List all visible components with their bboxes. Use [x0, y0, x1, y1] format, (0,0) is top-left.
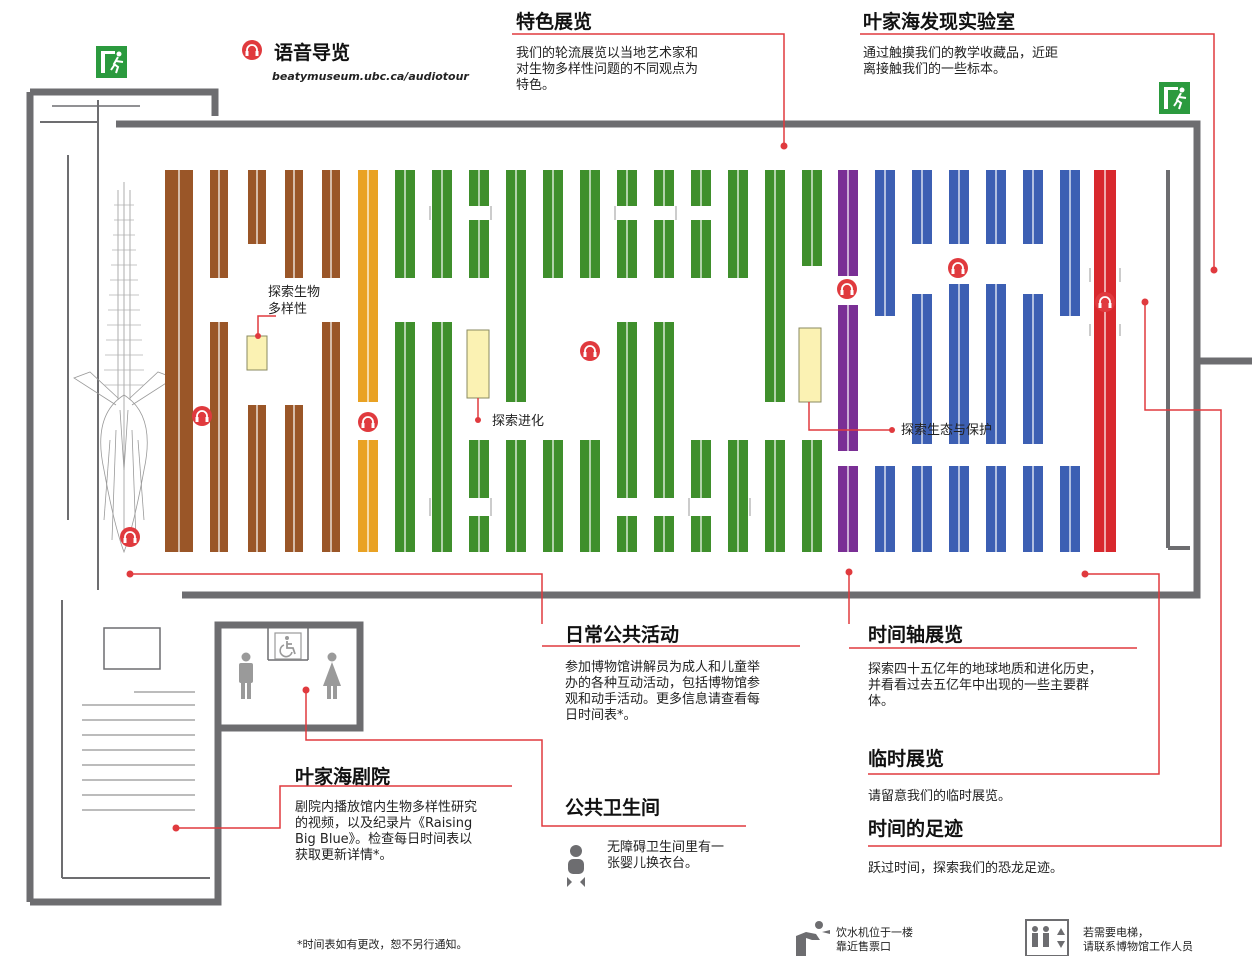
discovery-tables [246, 327, 822, 403]
lab-body-line: 通过触摸我们的教学收藏品，近距 [863, 46, 1059, 61]
theatre-seating [82, 691, 195, 811]
daily-body-line: 办的各种互动活动，包括博物馆参 [565, 676, 761, 691]
audio-tour-url[interactable]: beatymuseum.ubc.ca/audiotour [272, 70, 469, 83]
featured-body: 我们的轮流展览以当地艺术家和 对生物多样性问题的不同观点为 特色。 [516, 46, 698, 94]
footprints-title: 时间的足迹 [868, 818, 964, 840]
timeline-body-line: 体。 [868, 694, 895, 709]
headphones-icon[interactable] [242, 40, 262, 60]
green-cases [395, 170, 822, 552]
featured-title: 特色展览 [516, 11, 593, 33]
accessible-icon [274, 632, 302, 660]
headphones-icon[interactable] [192, 406, 212, 426]
daily-body-line: 观和动手活动。更多信息请查看每 [565, 692, 761, 707]
water-note-line: 饮水机位于一楼 [836, 926, 913, 939]
theatre-title: 叶家海剧院 [295, 766, 391, 788]
inner-walls [40, 100, 1190, 879]
featured-body-line: 我们的轮流展览以当地艺术家和 [516, 46, 699, 61]
woman-icon [323, 652, 341, 699]
audio-stops [120, 40, 1115, 547]
leader-lines [130, 33, 1222, 847]
lab-body: 通过触摸我们的教学收藏品，近距 离接触我们的一些标本。 [863, 46, 1058, 78]
elevator-icon [1025, 919, 1069, 956]
zone-evolution-label: 探索进化 [492, 414, 545, 429]
zone-label-line: 探索生物 [268, 285, 321, 300]
headphones-icon[interactable] [948, 258, 968, 278]
baby-change-icon [567, 845, 585, 887]
elevator-note-line: 若需要电梯， [1083, 926, 1149, 939]
elevator-note-line: 请联系博物馆工作人员 [1083, 940, 1193, 953]
footprints-body: 跃过时间，探索我们的恐龙足迹。 [868, 861, 1064, 876]
footnote: *时间表如有更改，恕不另行通知。 [297, 938, 468, 951]
washroom-body-line: 张婴儿换衣台。 [607, 856, 699, 871]
theatre-body: 剧院内播放馆内生物多样性研究 的视频，以及纪录片《Raising Big Blu… [295, 800, 477, 864]
audio-tour-title: 语音导览 [274, 42, 351, 64]
headphones-icon[interactable] [837, 279, 857, 299]
daily-body-line: 参加博物馆讲解员为成人和儿童举 [565, 660, 761, 675]
washroom-body-line: 无障碍卫生间里有一 [607, 840, 725, 855]
theatre-body-line: 获取更新详情*。 [295, 848, 393, 863]
man-icon [239, 652, 253, 699]
theatre-body-line: 的视频，以及纪录片《Raising [295, 816, 473, 831]
temporary-title: 临时展览 [868, 748, 945, 770]
zone-biodiversity-label: 探索生物 多样性 [268, 284, 320, 318]
whale-skeleton-icon [73, 182, 175, 554]
zone-label-line: 多样性 [268, 302, 308, 317]
theatre-body-line: 剧院内播放馆内生物多样性研究 [295, 800, 478, 815]
theatre-body-line: Big Blue》。检查每日时间表以 [295, 832, 473, 847]
headphones-icon[interactable] [120, 527, 140, 547]
washroom-body: 无障碍卫生间里有一 张婴儿换衣台。 [607, 840, 724, 872]
water-note-line: 靠近售票口 [836, 940, 891, 953]
zone-ecology-label: 探索生态与保护 [901, 423, 993, 438]
elevator-note: 若需要电梯， 请联系博物馆工作人员 [1083, 926, 1193, 954]
exit-sign-icon [1159, 82, 1190, 114]
timeline-body-line: 探索四十五亿年的地球地质和进化历史， [868, 662, 1103, 677]
headphones-icon[interactable] [580, 341, 600, 361]
timeline-body: 探索四十五亿年的地球地质和进化历史， 并看看过去五亿年中出现的一些主要群 体。 [868, 662, 1102, 710]
daily-body: 参加博物馆讲解员为成人和儿童举 办的各种互动活动，包括博物馆参 观和动手活动。更… [565, 660, 760, 724]
building-walls [26, 88, 1252, 906]
daily-body-line: 日时间表*。 [565, 708, 637, 723]
daily-title: 日常公共活动 [565, 624, 680, 646]
leader-dots [126, 142, 1218, 832]
water-fountain-icon [796, 921, 830, 956]
timeline-title: 时间轴展览 [868, 624, 964, 646]
featured-body-line: 对生物多样性问题的不同观点为 [516, 62, 699, 77]
lab-body-line: 离接触我们的一些标本。 [863, 62, 1007, 77]
exhibit-cases [165, 170, 1121, 552]
timeline-body-line: 并看看过去五亿年中出现的一些主要群 [868, 678, 1090, 693]
blue-cases [875, 170, 1080, 552]
lab-title: 叶家海发现实验室 [863, 11, 1016, 33]
temporary-body: 请留意我们的临时展览。 [868, 789, 1012, 804]
headphones-icon[interactable] [358, 412, 378, 432]
door-marks [429, 206, 1121, 516]
water-fountain-note: 饮水机位于一楼 靠近售票口 [836, 926, 913, 954]
exit-sign-icon [96, 46, 127, 78]
featured-body-line: 特色。 [516, 78, 556, 93]
washroom-title: 公共卫生间 [565, 797, 661, 819]
headphones-icon[interactable] [1095, 292, 1115, 312]
